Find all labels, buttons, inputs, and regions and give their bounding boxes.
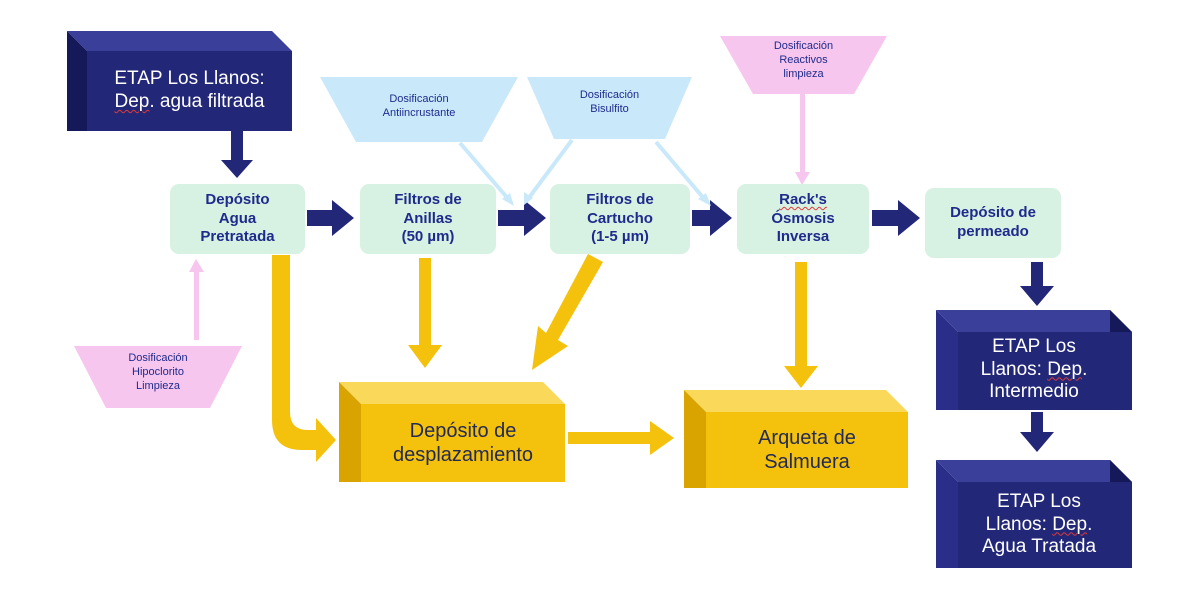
dosing-antiincrustante: Dosificación Antiincrustante — [320, 77, 518, 142]
etap-intermedio-box: ETAP Los Llanos: Dep. Intermedio — [936, 310, 1132, 410]
etap-intermedio-line3: Intermedio — [989, 381, 1079, 403]
racks-osmosis-box: Rack's Ósmosis Inversa — [737, 184, 869, 254]
etap-filtrada-shape — [67, 31, 292, 131]
arrow-racks-to-salmuera — [784, 262, 818, 388]
arqueta-salmuera-box: Arqueta de Salmuera — [684, 390, 908, 488]
arrow-desplazamiento-to-salmuera — [568, 421, 674, 455]
etap-filtrada-dep: Dep — [114, 91, 150, 112]
deposito-desplazamiento-box: Depósito de desplazamiento — [339, 382, 565, 482]
arrow-anillas-to-cartucho — [498, 200, 546, 236]
etap-filtrada-line1: ETAP Los Llanos: — [114, 68, 265, 90]
etap-tratada-line3: Agua Tratada — [981, 536, 1097, 558]
filtros-anillas-box: Filtros de Anillas (50 µm) — [360, 184, 496, 254]
deposito-permeado-box: Depósito de permeado — [925, 188, 1061, 258]
dosing-arrows-pink — [189, 92, 810, 340]
arrow-cartucho-to-racks — [692, 200, 732, 236]
etap-intermedio-dep: Dep — [1047, 358, 1083, 380]
etap-tratada-box: ETAP Los Llanos: Dep. Agua Tratada — [936, 460, 1132, 568]
arrow-anillas-to-desplazamiento — [408, 258, 442, 368]
etap-intermedio-shape — [936, 310, 1132, 410]
dosing-bisulfito: Dosificación Bisulfito — [527, 77, 692, 139]
dosing-reactivos: Dosificación Reactivos limpieza — [720, 36, 887, 94]
arrow-intermedio-to-tratada — [1020, 412, 1054, 452]
arrow-racks-to-permeado — [872, 200, 920, 236]
dosing-hipoclorito: Dosificación Hipoclorito Limpieza — [74, 346, 242, 408]
dosing-arrows-blue — [458, 138, 711, 206]
etap-tratada-dep: Dep — [1052, 513, 1088, 535]
arrow-deposito-to-desplazamiento — [272, 255, 336, 462]
waste-arrows — [272, 254, 818, 462]
deposito-pretratada-box: Depósito Agua Pretratada — [170, 184, 305, 254]
arrow-permeado-to-intermedio — [1020, 262, 1054, 306]
arrow-deposito-to-anillas — [307, 200, 354, 236]
etap-tratada-line1: ETAP Los — [997, 490, 1081, 512]
etap-tratada-shape — [936, 460, 1132, 568]
racks-line1: Rack's — [779, 190, 827, 208]
etap-intermedio-line1: ETAP Los — [992, 335, 1076, 357]
filtros-cartucho-box: Filtros de Cartucho (1-5 µm) — [550, 184, 690, 254]
arrow-cartucho-to-desplazamiento — [532, 254, 603, 370]
main-flow-arrows — [221, 130, 1054, 452]
arrow-etap-to-deposito — [221, 130, 253, 178]
etap-filtrada-box: ETAP Los Llanos: Dep. agua filtrada — [67, 31, 292, 131]
etap-filtrada-line2: . agua filtrada — [149, 91, 265, 112]
